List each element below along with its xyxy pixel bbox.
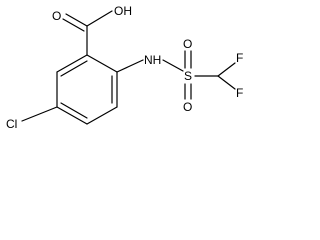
bond-c2-nh	[116, 59, 144, 73]
bond-c5-cl	[21, 106, 58, 122]
bond-c6-c1	[56, 54, 88, 73]
bond-c4-c5-inner	[60, 102, 88, 119]
atom-label-oh: OH	[114, 4, 132, 18]
atom-label-nh: NH	[144, 53, 161, 67]
bond-c3-c4	[86, 106, 118, 125]
bond-carboxyl-o-double-b	[62, 18, 85, 32]
atom-labels: OH O NH S O O F F Cl	[6, 4, 243, 131]
bond-lines	[21, 10, 236, 125]
atom-label-s: S	[184, 69, 192, 83]
bond-c1-c2	[86, 54, 118, 73]
bond-carboxyl-o-double-a	[65, 13, 88, 27]
atom-label-cl: Cl	[6, 117, 17, 131]
bond-c6-c1-inner	[60, 60, 88, 77]
atom-label-carbonyl-o: O	[52, 9, 61, 23]
bond-nh-s	[162, 59, 184, 72]
molecule-structure: OH O NH S O O F F Cl	[6, 4, 243, 131]
atom-label-so-o-top: O	[183, 37, 192, 51]
bond-carboxyl-oh	[86, 10, 113, 27]
bond-c4-c5	[56, 106, 88, 125]
bond-chf2-f-top	[217, 62, 236, 77]
bond-chf2-f-bottom	[217, 75, 236, 90]
atom-label-so-o-bottom: O	[183, 100, 192, 114]
atom-label-f-bottom: F	[236, 86, 243, 100]
atom-label-f-top: F	[236, 51, 243, 65]
